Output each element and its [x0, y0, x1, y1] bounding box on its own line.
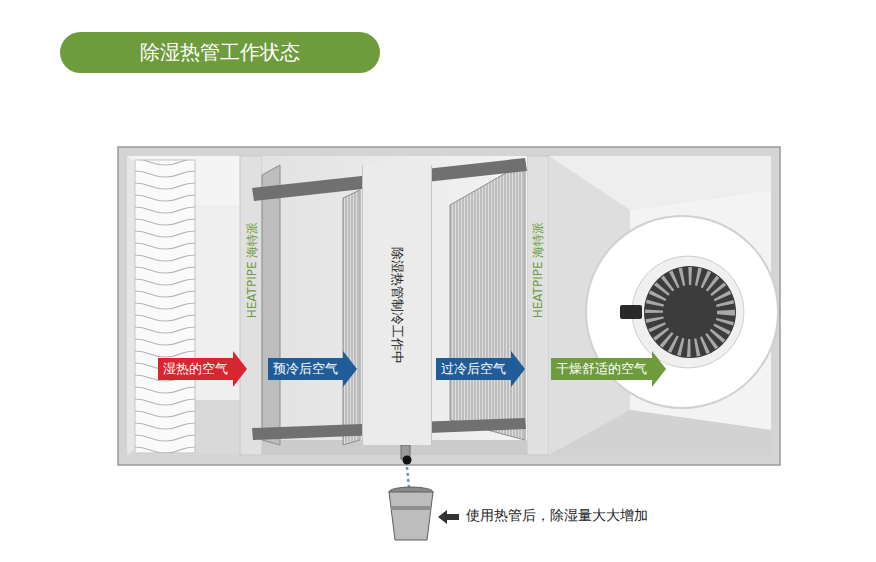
housing-interior	[127, 156, 771, 455]
arrow-label: 过冷后空气	[441, 360, 506, 378]
note-text: 使用热管后，除湿量大大增加	[466, 507, 648, 524]
drain-outlet	[403, 456, 412, 465]
pointer-arrow	[438, 510, 459, 524]
airflow-arrow: 过冷后空气	[436, 351, 525, 387]
fan-hub	[620, 305, 642, 319]
brand-label: HEATPIPE 海特派	[531, 222, 545, 319]
water-bucket	[389, 492, 433, 540]
airflow-arrow: 预冷后空气	[268, 351, 357, 387]
fan-floor	[549, 410, 771, 455]
precool-coil	[343, 190, 360, 445]
bucket-band	[391, 506, 431, 510]
arrow-label: 湿热的空气	[163, 360, 228, 378]
section-divider	[240, 156, 262, 455]
water-drops	[407, 467, 409, 488]
arrow-label: 干燥舒适的空气	[556, 360, 647, 378]
heatpipe-coil-frame	[262, 165, 280, 445]
airflow-arrow: 干燥舒适的空气	[551, 351, 666, 387]
section-divider	[527, 156, 549, 455]
panel-label: 除湿热管制冷工作中	[388, 247, 406, 364]
arrow-body	[436, 351, 525, 387]
arrow-body	[158, 351, 247, 387]
arrow-body	[268, 351, 357, 387]
brand-label: HEATPIPE 海特派	[245, 222, 259, 319]
fan-inlet	[632, 256, 744, 368]
reheat-coil	[450, 162, 525, 440]
arrow-label: 预冷后空气	[273, 360, 338, 378]
air-filter	[135, 160, 195, 453]
fan-wheel	[644, 266, 736, 358]
arrow-body	[551, 351, 666, 387]
heatpipe-duct	[262, 156, 527, 455]
title-banner: 除湿热管工作状态	[60, 32, 380, 73]
fan-section	[549, 156, 771, 455]
fan-blades	[654, 276, 726, 348]
unit-housing	[118, 147, 780, 465]
status-panel: 除湿热管制冷工作中	[362, 165, 432, 445]
air-filter-pleats	[135, 160, 195, 453]
airflow-arrow: 湿热的空气	[158, 351, 247, 387]
